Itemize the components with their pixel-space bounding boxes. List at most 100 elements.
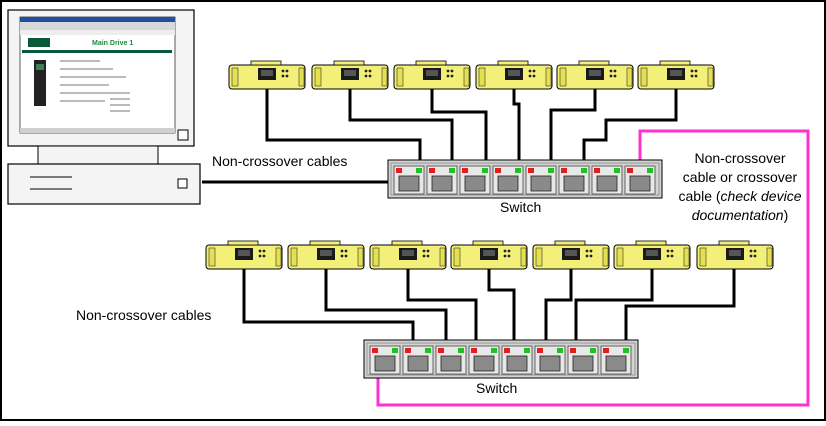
cable-bottom-4 xyxy=(487,269,516,356)
port-led-green xyxy=(416,168,422,173)
drive-device-top-3 xyxy=(393,60,471,90)
device-status-led xyxy=(528,69,532,73)
device-status-led xyxy=(609,69,613,73)
device-status-led xyxy=(368,69,372,73)
switch-label-bottom: Switch xyxy=(476,380,518,396)
switch-bottom xyxy=(363,339,639,379)
port-socket xyxy=(464,175,486,192)
switch-bezel xyxy=(390,162,660,196)
cables-label-top: Non-crossover cables xyxy=(212,153,348,169)
screen-text-line xyxy=(60,76,126,78)
device-status-led xyxy=(753,249,757,253)
device-end-cap xyxy=(520,247,527,267)
device-status-led xyxy=(749,254,753,258)
pc-tower xyxy=(7,163,201,205)
device-status-led xyxy=(613,74,617,78)
uplink-note-line-4: documentation) xyxy=(660,206,820,225)
device-status-led xyxy=(749,249,753,253)
device-end-cap xyxy=(396,67,404,87)
screen-nav-bar xyxy=(22,50,172,53)
screen-text-line xyxy=(60,84,109,86)
device-status-led xyxy=(503,249,507,253)
switch-port xyxy=(525,165,557,195)
screen-text-line xyxy=(60,68,113,70)
device-end-cap xyxy=(545,67,552,87)
drive-device-bottom-2 xyxy=(287,240,365,270)
port-led-red xyxy=(396,168,402,173)
switch-port xyxy=(591,165,623,195)
port-led-green xyxy=(392,348,398,353)
port-led-green xyxy=(515,168,521,173)
port-socket xyxy=(605,355,627,372)
device-end-cap xyxy=(439,247,446,267)
device-status-led xyxy=(262,249,266,253)
port-socket xyxy=(374,355,396,372)
port-led-red xyxy=(462,168,468,173)
port-socket xyxy=(596,175,618,192)
device-status-led xyxy=(690,74,694,78)
device-status-led xyxy=(258,249,262,253)
cable-bottom-1 xyxy=(242,269,415,356)
switch-port xyxy=(426,165,458,195)
switch-port xyxy=(435,345,467,375)
switch-port xyxy=(501,345,533,375)
screen-drive-image xyxy=(34,60,46,106)
port-led-red xyxy=(438,348,444,353)
port-led-red xyxy=(561,168,567,173)
port-led-green xyxy=(614,168,620,173)
switch-bezel xyxy=(366,342,636,376)
device-end-cap xyxy=(707,67,714,87)
cable-top-5 xyxy=(549,89,597,176)
port-socket xyxy=(563,175,585,192)
device-end-cap xyxy=(478,67,486,87)
cable-top-2 xyxy=(348,89,454,176)
cables-layer xyxy=(202,89,810,407)
device-status-led xyxy=(368,74,372,78)
device-top-lip xyxy=(415,60,447,66)
screen-logo xyxy=(28,38,50,47)
device-status-led xyxy=(446,69,450,73)
uplink-note-line-1: Non-crossover xyxy=(694,150,786,166)
device-end-cap xyxy=(357,247,364,267)
port-led-red xyxy=(570,348,576,353)
switch-port xyxy=(624,165,656,195)
device-end-cap xyxy=(231,67,239,87)
port-socket xyxy=(431,175,453,192)
cable-bottom-6 xyxy=(574,269,654,356)
uplink-note-line-4-italic: documentation xyxy=(691,207,784,223)
port-led-red xyxy=(594,168,600,173)
device-status-led xyxy=(507,254,511,258)
port-socket xyxy=(398,175,420,192)
port-led-green xyxy=(548,168,554,173)
device-status-led xyxy=(690,69,694,73)
port-led-red xyxy=(429,168,435,173)
device-status-led xyxy=(507,249,511,253)
screen-statusbar xyxy=(20,128,175,133)
cable-bottom-7 xyxy=(624,262,736,356)
device-end-cap xyxy=(640,67,648,87)
port-led-green xyxy=(581,168,587,173)
screen-text-line xyxy=(110,110,130,112)
port-led-red xyxy=(372,348,378,353)
device-top-lip xyxy=(227,240,259,246)
device-top-lip xyxy=(333,60,365,66)
port-led-red xyxy=(471,348,477,353)
screen-titlebar xyxy=(20,17,175,22)
screen-text-line xyxy=(110,104,130,106)
switch-port xyxy=(402,345,434,375)
pc-workstation: Main Drive 1 xyxy=(7,9,201,205)
device-status-led xyxy=(585,254,589,258)
device-status-led xyxy=(589,254,593,258)
port-led-green xyxy=(491,348,497,353)
device-status-led xyxy=(285,69,289,73)
port-led-red xyxy=(504,348,510,353)
port-socket xyxy=(629,175,651,192)
cable-top-6 xyxy=(582,89,678,176)
drive-device-top-2 xyxy=(311,60,389,90)
port-socket xyxy=(539,355,561,372)
device-rj45-contacts xyxy=(646,250,658,256)
cable-bottom-5 xyxy=(544,269,573,356)
port-led-green xyxy=(482,168,488,173)
device-end-cap xyxy=(372,247,380,267)
